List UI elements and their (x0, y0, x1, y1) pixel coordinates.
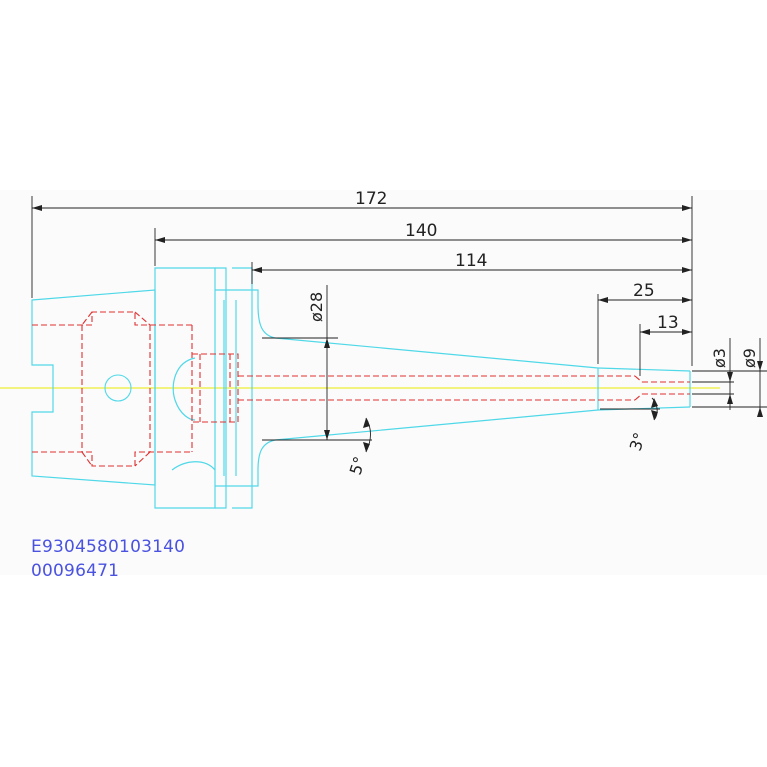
dim-flange-to-tip: 140 (405, 221, 437, 241)
cross-hole (104, 374, 132, 402)
dim-overall-length: 172 (355, 189, 387, 209)
dim-bore-depth: 13 (657, 313, 679, 333)
hidden-lines (32, 311, 690, 467)
serial-number: 00096471 (31, 561, 120, 581)
part-number: E9304580103140 (31, 537, 186, 557)
dim-body-diameter: ø28 (307, 292, 326, 322)
dim-bore-diameter: ø3 (710, 348, 729, 368)
dim-gauge-to-tip: 114 (455, 251, 487, 271)
tool-holder-outline (31, 267, 691, 509)
dim-body-taper-angle: 5° (346, 454, 370, 477)
drawing-sheet (0, 190, 767, 575)
dim-nose-taper-angle: 3° (626, 430, 650, 453)
dim-tip-diameter: ø9 (740, 348, 759, 368)
arrowheads (32, 205, 763, 452)
dim-nose-length: 25 (633, 281, 655, 301)
